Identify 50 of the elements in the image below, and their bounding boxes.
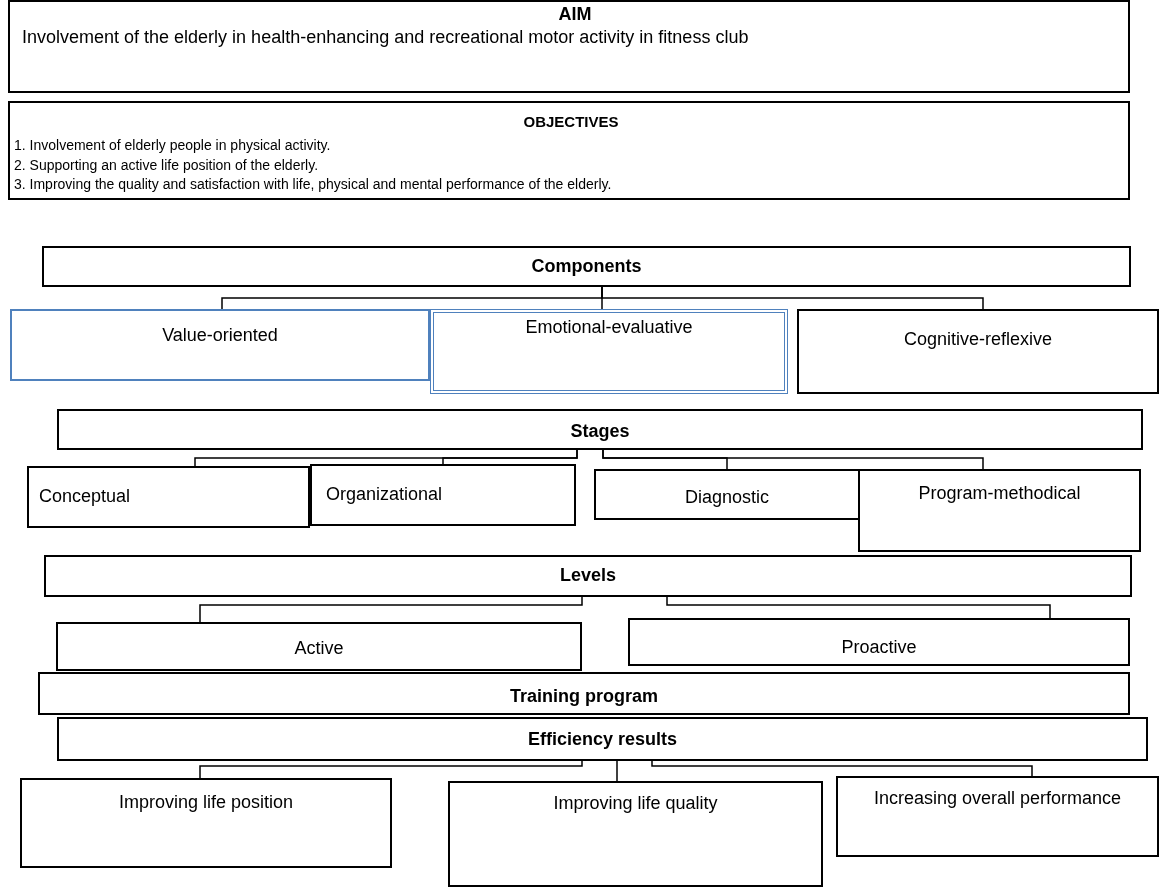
box-label: Value-oriented xyxy=(161,325,279,346)
box-label: Cognitive-reflexive xyxy=(902,329,1054,350)
heading-box xyxy=(42,246,1131,287)
connector-line xyxy=(199,596,583,623)
process-box xyxy=(797,309,1159,394)
objectives-box xyxy=(8,101,1130,200)
box-label: Improving life position xyxy=(117,792,295,813)
section-heading: Components xyxy=(530,256,643,277)
connector-line xyxy=(199,760,583,779)
box-label: Increasing overall performance xyxy=(872,788,1123,809)
box-label: Diagnostic xyxy=(683,487,770,508)
section-heading: Stages xyxy=(569,421,631,442)
box-label: Improving life quality xyxy=(552,793,719,814)
process-box xyxy=(836,776,1159,857)
heading-box xyxy=(57,409,1143,450)
section-heading: OBJECTIVES xyxy=(522,112,620,132)
process-box xyxy=(56,622,582,671)
connector-line xyxy=(616,760,618,782)
process-box xyxy=(310,464,576,526)
section-heading: Efficiency results xyxy=(526,729,679,750)
connector-line xyxy=(651,760,1033,777)
box-label: Emotional-evaluative xyxy=(524,317,694,338)
connector-line xyxy=(666,596,1051,619)
process-box xyxy=(20,778,392,868)
section-heading: Levels xyxy=(558,565,617,586)
connector-line xyxy=(601,286,984,310)
process-box xyxy=(448,781,823,887)
heading-box xyxy=(44,555,1132,597)
objective-text: 2. Supporting an active life position of the elderly. xyxy=(14,155,320,175)
box-label: Program-methodical xyxy=(917,483,1082,504)
objective-text: 1. Involvement of elderly people in physical activity. xyxy=(14,136,332,155)
box-label: Organizational xyxy=(326,484,444,505)
section-heading: AIM xyxy=(557,4,593,25)
section-heading: Training program xyxy=(509,686,659,707)
aim-box xyxy=(8,0,1130,93)
process-box xyxy=(27,466,310,528)
box-label: Involvement of the elderly in health-enhancing and recreational motor activity in fitness club xyxy=(22,26,750,48)
objective-text: 3. Improving the quality and satisfaction with life, physical and mental performance of the elderly. xyxy=(14,175,613,195)
process-box xyxy=(858,469,1141,552)
process-box xyxy=(628,618,1130,666)
connector-line xyxy=(442,449,578,465)
connector-line xyxy=(602,449,984,470)
box-label: Conceptual xyxy=(39,486,132,507)
process-box xyxy=(10,309,430,381)
heading-box xyxy=(38,672,1130,715)
heading-box xyxy=(57,717,1148,761)
process-box xyxy=(430,309,788,394)
box-label: Active xyxy=(293,638,345,659)
box-label: Proactive xyxy=(840,637,918,658)
process-box xyxy=(594,469,860,520)
